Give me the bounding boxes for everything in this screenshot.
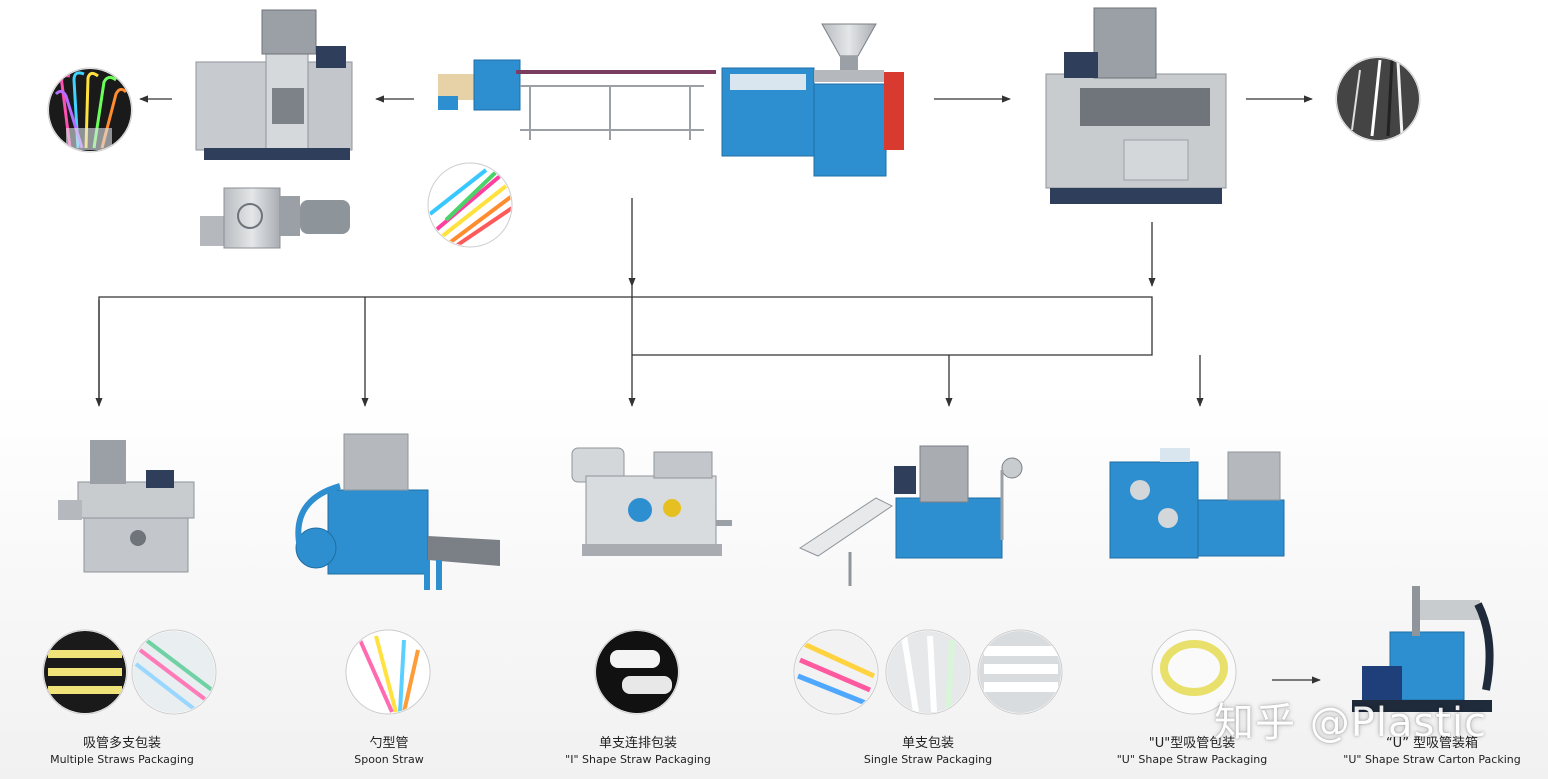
bendy-straws-photo [47,67,133,153]
i-shape-pack-machine-image [571,447,732,556]
cutting-machine-image [1045,7,1227,204]
caption-cn: "U"型吸管包装 [1148,736,1236,751]
multi-pack-machine-image [58,440,195,573]
caption-en: "I" Shape Straw Packaging [565,753,711,766]
watermark: 知乎 @Plastic [1214,700,1488,746]
product-photo-single-2 [885,629,971,715]
bending-machine-image [195,9,353,160]
cut-straws-photo [1335,56,1421,142]
product-photo-multi-2 [131,629,217,715]
caption-cn: 单支连排包装 [598,736,677,751]
bending-mold-unit-image [200,187,350,249]
caption-cn: 勺型管 [369,736,409,751]
caption-cn: 吸管多支包装 [82,736,161,751]
distribution-bus [98,296,1153,405]
carton-packing-machine-image [1352,586,1494,712]
product-photo-i-shape [594,629,680,715]
product-photo-single-1 [793,629,879,715]
product-photo-multi-1 [42,629,128,715]
caption-en: Multiple Straws Packaging [50,753,194,766]
caption-u-shape: "U"型吸管包装 "U" Shape Straw Packaging [1082,736,1302,767]
caption-en: Single Straw Packaging [863,753,993,766]
caption-single-straw: 单支包装 Single Straw Packaging [818,736,1038,767]
caption-cn: 单支包装 [901,736,954,751]
caption-spoon-straw: 勺型管 Spoon Straw [279,736,499,767]
product-photo-spoon [345,629,431,715]
caption-multiple-straws: 吸管多支包装 Multiple Straws Packaging [12,736,232,767]
flow-lines [95,95,1321,684]
caption-i-shape: 单支连排包装 "I" Shape Straw Packaging [528,736,748,767]
colorful-straws-photo [427,162,513,248]
caption-u-shape-carton: “U” 型吸管装箱 "U" Shape Straw Carton Packing [1322,736,1542,767]
product-photo-u-shape [1151,629,1237,715]
spoon-straw-machine-image [295,433,500,590]
caption-en: "U" Shape Straw Carton Packing [1343,753,1521,766]
single-pack-machine-image [798,445,1023,586]
extruder-line-image [438,23,904,177]
product-photo-single-3 [977,629,1063,715]
caption-en: "U" Shape Straw Packaging [1116,753,1268,766]
caption-en: Spoon Straw [354,753,424,766]
caption-cn: “U” 型吸管装箱 [1385,736,1479,751]
u-shape-pack-machine-image [1109,448,1285,559]
